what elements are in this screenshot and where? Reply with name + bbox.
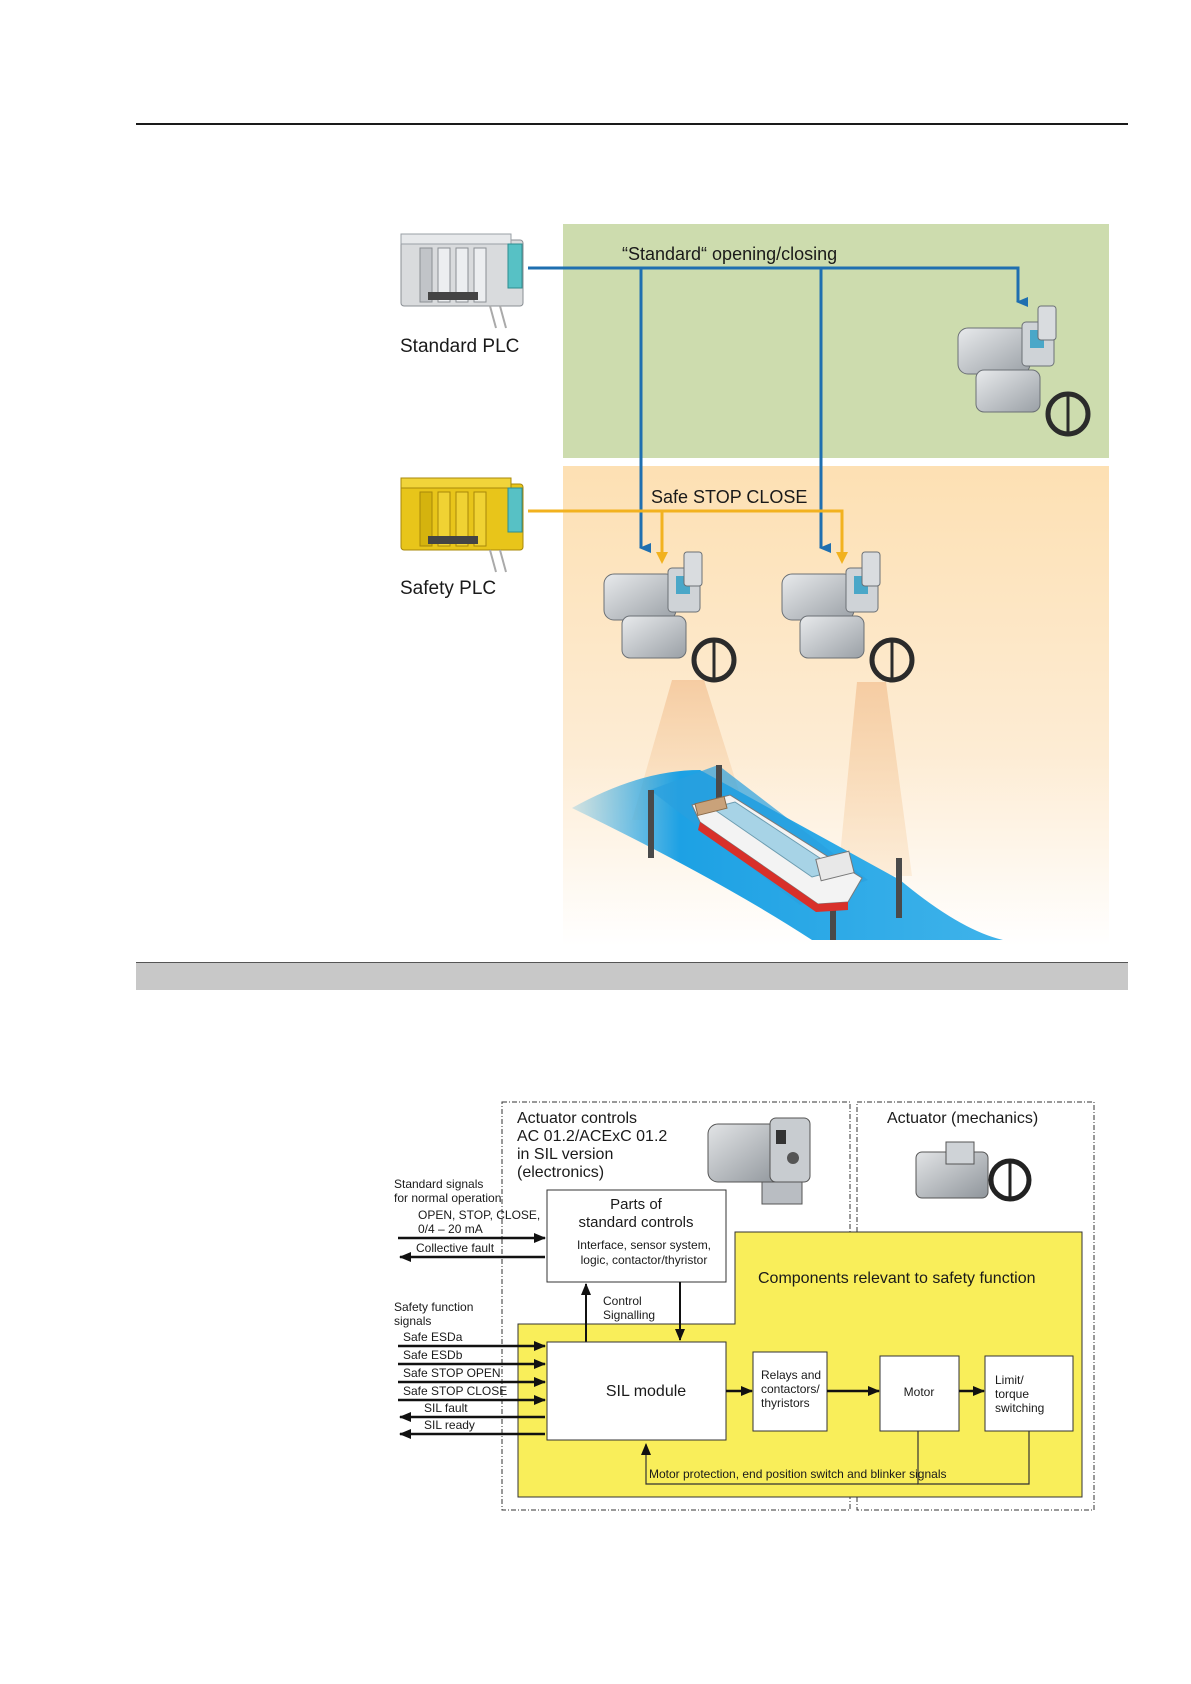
- sil-module-box: [546, 1341, 727, 1441]
- standard-controls-box: [546, 1189, 727, 1283]
- safety-signals-title-1: Safety function: [394, 1300, 473, 1314]
- electronics-header-1: Actuator controls: [517, 1110, 637, 1127]
- feedback-line: [917, 1431, 1030, 1485]
- beam-right: [838, 682, 912, 876]
- safety-signal-label: Safe STOP CLOSE: [403, 1384, 507, 1398]
- safety-plc-image: [400, 477, 524, 573]
- safety-zone-title: Components relevant to safety function: [758, 1270, 1036, 1287]
- electronics-header-4: (electronics): [517, 1164, 604, 1181]
- standard-plc-label: Standard PLC: [400, 336, 519, 357]
- standard-signals-title-1: Standard signals: [394, 1177, 483, 1191]
- standard-controls-sub-2: logic, contactor/thyristor: [581, 1253, 708, 1267]
- safety-signals-title-2: signals: [394, 1314, 431, 1328]
- actuator-image-right: [781, 551, 915, 683]
- standard-plc-image: [400, 233, 524, 329]
- top-rule: [136, 123, 1128, 125]
- control-signalling-2: Signalling: [603, 1308, 655, 1322]
- motor-label: Motor: [904, 1385, 935, 1399]
- safe-arrow-label: Safe STOP CLOSE: [651, 487, 807, 507]
- limit-label-2: torque: [995, 1387, 1029, 1401]
- relays-box: [752, 1351, 828, 1432]
- collective-fault-label: Collective fault: [416, 1241, 495, 1255]
- safety-signal-label: Safe ESDb: [403, 1348, 463, 1362]
- standard-controls-title-2: standard controls: [578, 1214, 693, 1231]
- limit-box: [984, 1355, 1074, 1432]
- motor-box: [879, 1355, 960, 1432]
- safety-signal-label: Safe STOP OPEN: [403, 1366, 501, 1380]
- actuator-image-left: [603, 551, 737, 683]
- control-signalling-1: Control: [603, 1294, 642, 1308]
- safety-signal-label: SIL fault: [424, 1401, 468, 1415]
- safety-plc-label: Safety PLC: [400, 578, 496, 599]
- relays-label-3: thyristors: [761, 1396, 810, 1410]
- safe-signal-lines: [528, 509, 848, 564]
- electronics-header-2: AC 01.2/ACExC 01.2: [517, 1128, 667, 1145]
- lock-chamber-image: [572, 765, 1003, 940]
- limit-label-3: switching: [995, 1401, 1044, 1415]
- actuator-controls-image: [707, 1117, 811, 1205]
- sil-module-label: SIL module: [606, 1383, 686, 1400]
- standard-signal-lines: [528, 266, 1028, 553]
- safety-signal-items: Safe ESDa Safe ESDb Safe STOP OPEN Safe …: [398, 1330, 546, 1439]
- relays-label-2: contactors/: [761, 1382, 820, 1396]
- electronics-header-3: in SIL version: [517, 1146, 613, 1163]
- mechanics-header: Actuator (mechanics): [887, 1110, 1038, 1127]
- safety-signal-label: Safe ESDa: [403, 1330, 463, 1344]
- mechanics-frame: [856, 1101, 1095, 1511]
- standard-input-label-2: 0/4 – 20 mA: [418, 1222, 483, 1236]
- actuator-mechanics-image: [915, 1141, 1032, 1202]
- section-band: [136, 962, 1128, 990]
- relays-label-1: Relays and: [761, 1368, 821, 1382]
- standard-input-label-1: OPEN, STOP, CLOSE,: [418, 1208, 540, 1222]
- feedback-return: [641, 1443, 918, 1485]
- standard-arrow-label: “Standard“ opening/closing: [622, 244, 837, 264]
- limit-label-1: Limit/: [995, 1373, 1024, 1387]
- standard-signals-title-2: for normal operation: [394, 1191, 501, 1205]
- safety-signal-label: SIL ready: [424, 1418, 475, 1432]
- standard-controls-title-1: Parts of: [610, 1196, 663, 1213]
- feedback-label: Motor protection, end position switch an…: [649, 1467, 947, 1481]
- actuator-image-top: [957, 305, 1091, 437]
- standard-controls-sub-1: Interface, sensor system,: [577, 1238, 711, 1252]
